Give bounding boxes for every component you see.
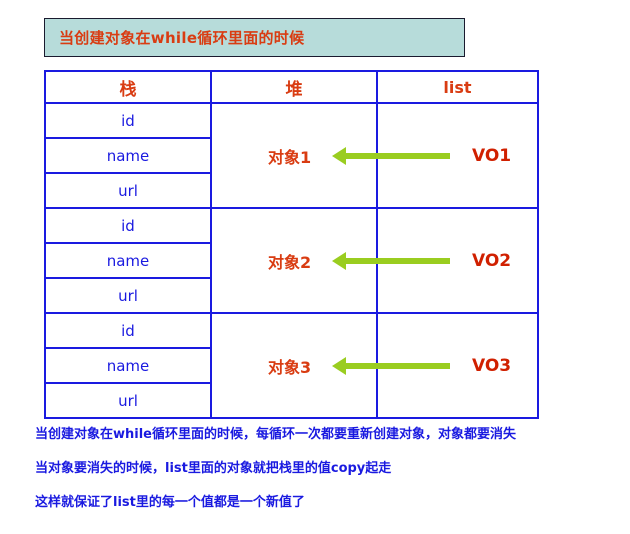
stack-field-url: url <box>44 277 212 314</box>
title-banner: 当创建对象在while循环里面的时候 <box>44 18 465 57</box>
explanation-notes: 当创建对象在while循环里面的时候，每循环一次都要重新创建对象，对象都要消失 … <box>35 418 615 520</box>
stack-field-id: id <box>44 207 212 244</box>
column-header-stack: 栈 <box>44 70 212 104</box>
stack-field-url: url <box>44 382 212 419</box>
list-entry-label: VO3 <box>472 355 512 376</box>
stack-field-name: name <box>44 137 212 174</box>
list-entry-cell: VO3 <box>376 312 539 419</box>
stack-field-id: id <box>44 312 212 349</box>
stack-field-name: name <box>44 347 212 384</box>
stack-field-name: name <box>44 242 212 279</box>
list-entry-label: VO2 <box>472 250 512 271</box>
stack-field-id: id <box>44 102 212 139</box>
heap-object-label: 对象2 <box>268 252 312 272</box>
heap-object-cell: 对象1 <box>210 102 392 209</box>
table-row: url <box>44 277 538 314</box>
note-line-2: 当对象要消失的时候，list里面的对象就把栈里的值copy起走 <box>35 461 392 476</box>
table-row: name <box>44 242 538 279</box>
list-entry-label: VO1 <box>472 145 512 166</box>
left-arrow-tail-icon <box>378 152 450 159</box>
table-row: name <box>44 137 538 174</box>
table-row: id 对象3 VO3 <box>44 312 539 419</box>
page-title: 当创建对象在while循环里面的时候 <box>59 29 305 47</box>
heap-object-label: 对象1 <box>268 147 312 167</box>
column-header-list: list <box>376 70 539 104</box>
left-arrow-tail-icon <box>378 362 450 369</box>
left-arrow-tail-icon <box>378 257 450 264</box>
table-header-row: 栈 堆 list <box>44 70 539 104</box>
note-line-3: 这样就保证了list里的每一个值都是一个新值了 <box>35 495 305 510</box>
list-entry-cell: VO1 <box>376 102 539 209</box>
heap-object-cell: 对象3 <box>210 312 392 419</box>
table-row: id 对象1 VO1 <box>44 102 539 209</box>
column-header-heap: 堆 <box>210 70 378 104</box>
memory-model-table: 栈 堆 list id 对象1 VO1 <box>44 70 539 419</box>
table-row: url <box>44 172 538 209</box>
table-row: name <box>44 347 538 384</box>
table-row: id 对象2 VO2 <box>44 207 539 314</box>
heap-object-cell: 对象2 <box>210 207 392 314</box>
heap-object-label: 对象3 <box>268 357 312 377</box>
list-entry-cell: VO2 <box>376 207 539 314</box>
table-row: url <box>44 382 538 419</box>
stack-field-url: url <box>44 172 212 209</box>
note-line-1: 当创建对象在while循环里面的时候，每循环一次都要重新创建对象，对象都要消失 <box>35 427 516 442</box>
